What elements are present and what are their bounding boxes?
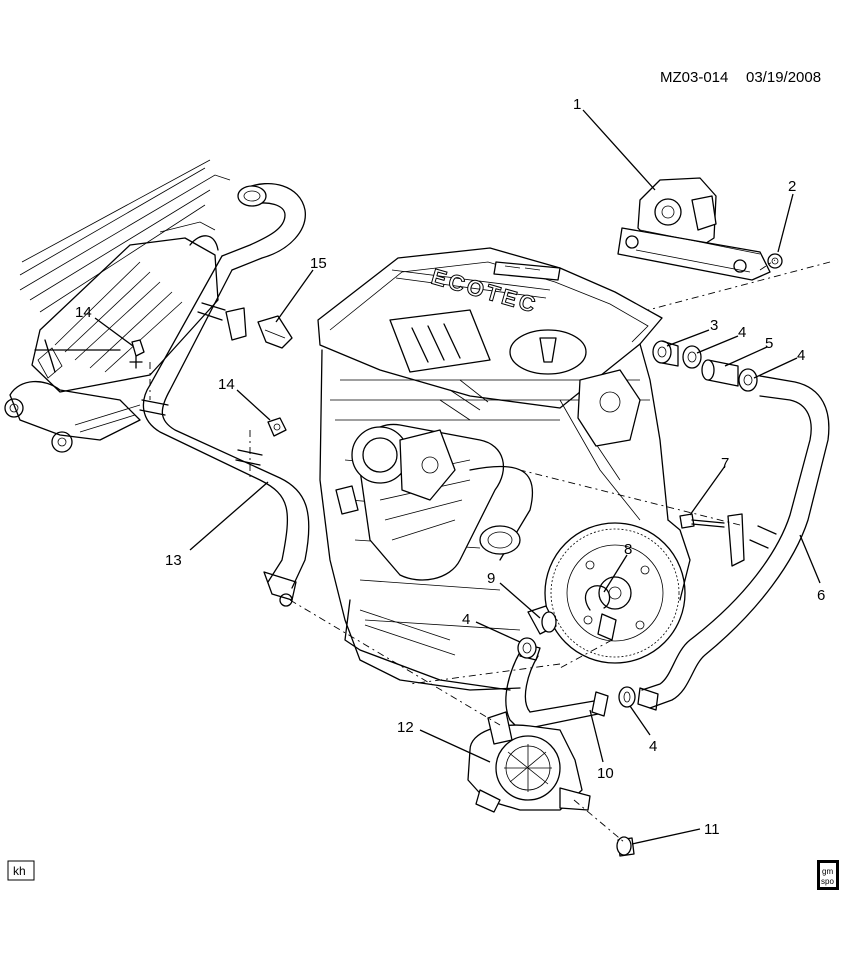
callout-4-fitting: 4 [738, 324, 746, 341]
callout-7: 7 [721, 455, 729, 472]
air-cleaner-assembly [4, 159, 231, 453]
callout-12: 12 [397, 719, 414, 736]
bracket-left [225, 307, 247, 341]
callout-4-lower: 4 [649, 738, 657, 755]
push-pin-fastener-14a [129, 339, 145, 369]
alignment-lines [149, 259, 831, 843]
hose-clip-15 [257, 315, 293, 349]
callout-2: 2 [788, 178, 796, 195]
diagram-date: 03/19/2008 [746, 69, 821, 86]
air-injection-hose-10 [505, 643, 609, 731]
kh-badge-text: kh [13, 864, 26, 878]
callout-4-left: 4 [462, 611, 470, 628]
logo-line1: gm [822, 867, 833, 876]
air-injection-valve-1 [617, 177, 771, 281]
fitting-3 [652, 340, 679, 367]
callout-4-connector: 4 [797, 347, 805, 364]
diagram-reference-code: MZ03-014 [660, 69, 728, 86]
leader-lines [94, 109, 821, 845]
clamp-4c [517, 637, 537, 659]
nut-2 [767, 253, 783, 269]
clamp-4d [618, 686, 636, 708]
callout-3: 3 [710, 317, 718, 334]
callout-13: 13 [165, 552, 182, 569]
clamp-4b [738, 368, 758, 392]
callout-14-lower: 14 [218, 376, 235, 393]
callout-8: 8 [624, 541, 632, 558]
logo-line2: spo [821, 877, 834, 886]
gm-spo-logo-icon: gm spo [817, 860, 839, 890]
callout-15: 15 [310, 255, 327, 272]
hose-clamp-8 [584, 585, 617, 641]
callout-9: 9 [487, 570, 495, 587]
callout-1: 1 [573, 96, 581, 113]
push-pin-fastener-14b [267, 417, 287, 437]
clamp-4a [682, 345, 702, 369]
callout-5: 5 [765, 335, 773, 352]
callout-10: 10 [597, 765, 614, 782]
callout-labels: 1 2 3 4 5 4 15 14 14 13 7 8 9 4 6 12 10 … [75, 96, 825, 838]
callout-6: 6 [817, 587, 825, 604]
hose-connector-5 [701, 359, 739, 387]
callout-14-upper: 14 [75, 304, 92, 321]
callout-11: 11 [704, 821, 720, 838]
vacuum-hose-13 [139, 182, 310, 607]
bolt-7 [679, 513, 725, 529]
air-injection-pump-12 [467, 711, 591, 813]
engine-assembly: ECOTEC [317, 247, 745, 691]
kh-badge: kh [7, 860, 35, 881]
air-injection-hose-6 [637, 375, 830, 711]
bolt-11 [616, 836, 635, 857]
